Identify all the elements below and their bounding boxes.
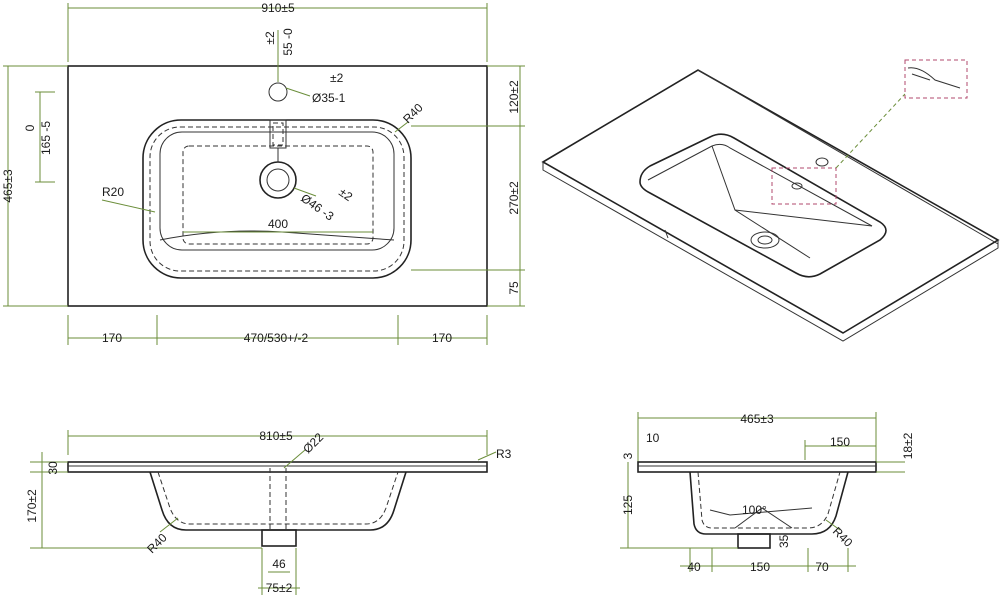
side-waste bbox=[737, 533, 771, 549]
tap-offset-tol: ±2 bbox=[263, 31, 277, 45]
side-right-label: 70 bbox=[815, 560, 829, 574]
drain-tol: ±2 bbox=[336, 185, 355, 204]
radius-inner-label: R20 bbox=[102, 185, 124, 199]
front-view: 810±5 Ø22 R3 30 170±2 R40 46 75±2 bbox=[25, 429, 512, 595]
front-basin bbox=[149, 471, 407, 531]
radius-outer-label: R40 bbox=[400, 100, 426, 126]
side-depth-label: 465±3 bbox=[740, 412, 774, 426]
right-margin-label: 170 bbox=[432, 331, 452, 345]
side-radius-label: R40 bbox=[830, 524, 856, 550]
rear-gap-label: 120±2 bbox=[507, 80, 521, 114]
side-view: 465±3 10 150 18±2 100° 35 3 125 R40 40 1… bbox=[620, 412, 915, 574]
detail-box bbox=[904, 59, 968, 99]
waste-label: Ø22 bbox=[300, 430, 326, 456]
iso-basin bbox=[639, 133, 887, 278]
drain-label: Ø46 -3 bbox=[298, 191, 336, 224]
tap-hole-tol: ±2 bbox=[330, 71, 344, 85]
drain-depth-label: 35 bbox=[777, 534, 791, 548]
tap-hole-label: Ø35-1 bbox=[312, 91, 346, 105]
iso-drain bbox=[750, 231, 780, 249]
side-offset-top: 0 bbox=[23, 124, 37, 131]
detail-frame bbox=[771, 167, 837, 205]
isometric-view bbox=[541, 59, 1000, 342]
front-height-label: 170±2 bbox=[25, 489, 39, 523]
depth-label: 465±3 bbox=[1, 169, 15, 203]
waste-spacing-label: 75±2 bbox=[266, 581, 293, 595]
side-basin bbox=[689, 471, 849, 535]
edge-radius-label: R3 bbox=[496, 447, 512, 461]
back-gap-label: 10 bbox=[646, 431, 660, 445]
front-gap-label: 75 bbox=[507, 281, 521, 295]
side-middle-label: 150 bbox=[750, 560, 770, 574]
side-thickness-label: 18±2 bbox=[901, 432, 915, 459]
basin-depth-label: 270±2 bbox=[507, 181, 521, 215]
iso-tap-hole bbox=[815, 157, 829, 167]
inner-length-label: 150 bbox=[830, 435, 850, 449]
side-left-label: 40 bbox=[687, 560, 701, 574]
front-top-slab bbox=[67, 461, 488, 473]
iso-outline bbox=[541, 69, 1000, 334]
side-top-slab bbox=[637, 461, 877, 473]
tap-hole bbox=[268, 82, 288, 102]
inner-width-label: 400 bbox=[268, 217, 288, 231]
drain-circle bbox=[259, 161, 297, 199]
bottom-radius-label: R40 bbox=[144, 530, 170, 556]
basin-height-label: 125 bbox=[621, 495, 635, 515]
overall-width-label: 910±5 bbox=[261, 1, 295, 15]
side-offset-label: 165 -5 bbox=[39, 121, 53, 155]
basin-width-label: 470/530+/-2 bbox=[244, 331, 309, 345]
waste-width-label: 46 bbox=[272, 557, 286, 571]
front-waste bbox=[261, 529, 297, 547]
angle-label: 100° bbox=[742, 503, 767, 517]
tap-offset-label: 55 -0 bbox=[281, 28, 295, 56]
edge-label: 3 bbox=[621, 452, 635, 459]
top-view: 910±5 400 ±2 55 -0 ±2 Ø35-1 ±2 Ø46 -3 bbox=[1, 1, 525, 345]
front-width-label: 810±5 bbox=[259, 429, 293, 443]
left-margin-label: 170 bbox=[102, 331, 122, 345]
thickness-label: 30 bbox=[46, 461, 60, 475]
